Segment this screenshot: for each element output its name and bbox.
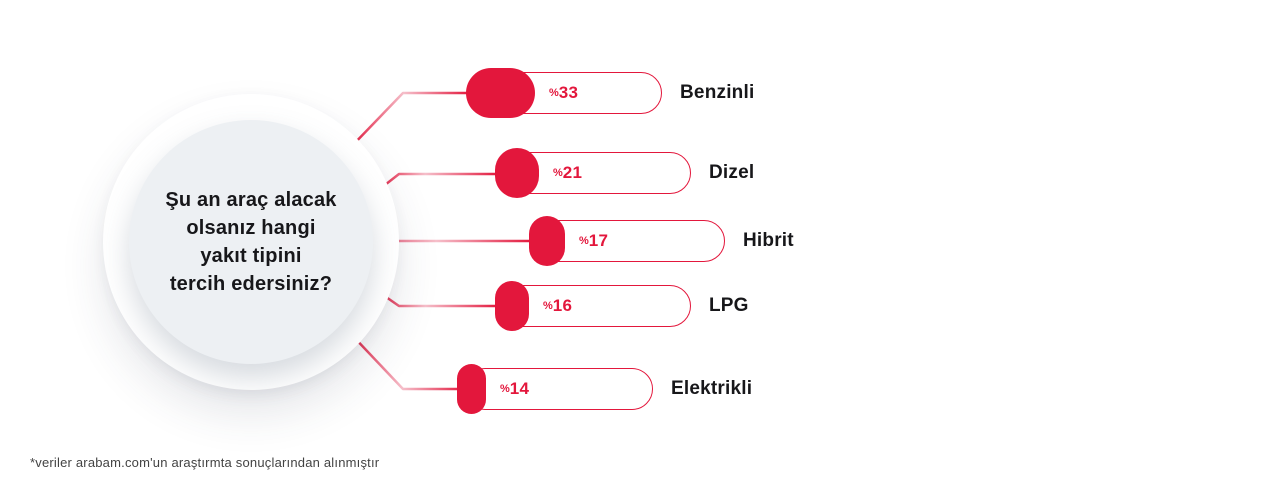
bar-track: %21 xyxy=(495,147,691,198)
connector-dizel xyxy=(375,172,499,193)
percent-symbol: % xyxy=(543,299,553,312)
bar-value-label: %16 xyxy=(543,286,572,325)
connector-lpg xyxy=(375,288,499,308)
percent-value: 21 xyxy=(562,162,583,182)
percent-value: 17 xyxy=(588,230,609,250)
bar-category-label: Hibrit xyxy=(743,230,794,251)
bar-fill xyxy=(466,67,535,118)
percent-symbol: % xyxy=(553,166,563,179)
bar-value-label: %17 xyxy=(579,221,608,260)
bar-fill xyxy=(457,363,486,414)
bar-fill xyxy=(495,147,539,198)
percent-value: 14 xyxy=(509,378,530,398)
percent-value: 33 xyxy=(558,82,579,102)
question-line: Şu an araç alacak xyxy=(165,189,337,211)
percent-symbol: % xyxy=(549,86,559,99)
question-text: Şu an araç alacak olsanız hangi yakıt ti… xyxy=(165,186,336,298)
source-footnote: *veriler arabam.com'un araştırmta sonuçl… xyxy=(30,455,380,470)
bar-track: %17 xyxy=(529,215,725,266)
bar-category-label: Benzinli xyxy=(680,82,755,103)
bar-track: %16 xyxy=(495,280,691,331)
question-line: tercih edersiniz? xyxy=(169,273,333,295)
question-circle: Şu an araç alacak olsanız hangi yakıt ti… xyxy=(129,120,373,364)
question-circle-ring: Şu an araç alacak olsanız hangi yakıt ti… xyxy=(103,94,399,390)
percent-symbol: % xyxy=(500,382,510,395)
bar-category-label: Dizel xyxy=(709,162,755,183)
bar-value-label: %21 xyxy=(553,153,582,192)
connector-benzinli xyxy=(349,91,470,149)
percent-symbol: % xyxy=(579,234,589,247)
bar-category-label: Elektrikli xyxy=(671,378,753,399)
bar-category-label: LPG xyxy=(709,295,749,316)
bar-fill xyxy=(529,215,565,266)
bar-track: %14 xyxy=(457,363,653,414)
connector-elektrikli xyxy=(349,332,466,391)
question-line: olsanız hangi xyxy=(186,217,316,239)
bar-value-label: %14 xyxy=(500,369,529,408)
bar-fill xyxy=(495,280,529,331)
bar-track: %33 xyxy=(466,67,662,118)
percent-value: 16 xyxy=(552,295,573,315)
question-line: yakıt tipini xyxy=(200,245,302,267)
bar-value-label: %33 xyxy=(549,73,578,112)
